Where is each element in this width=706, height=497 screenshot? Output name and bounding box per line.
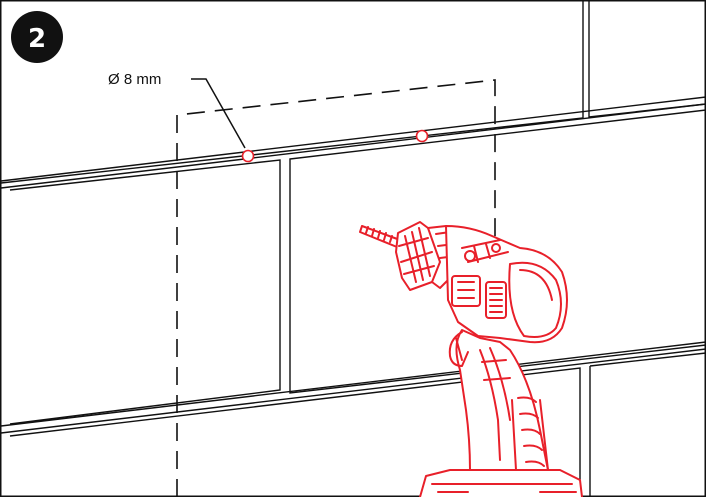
mounting-outline-dashed [176,79,496,497]
cordless-drill-icon [359,221,583,497]
speed-selector-window [451,275,481,307]
tile-top-right [588,0,706,118]
drill-trigger [448,331,469,367]
grout-line-lower [0,341,706,427]
callout-leader-line [191,78,246,149]
grout-line-upper [0,96,706,182]
step-badge [11,11,63,63]
hole-diameter-label: Ø 8 mm [108,71,161,88]
tile-bottom-right [589,352,706,497]
drill-hole-marker [241,149,255,163]
tile-middle-left [9,159,281,425]
tile-bottom-left [9,367,581,497]
tile-middle-right [289,109,706,394]
step-number: 2 [28,24,46,54]
drill-hole-marker [415,129,429,143]
